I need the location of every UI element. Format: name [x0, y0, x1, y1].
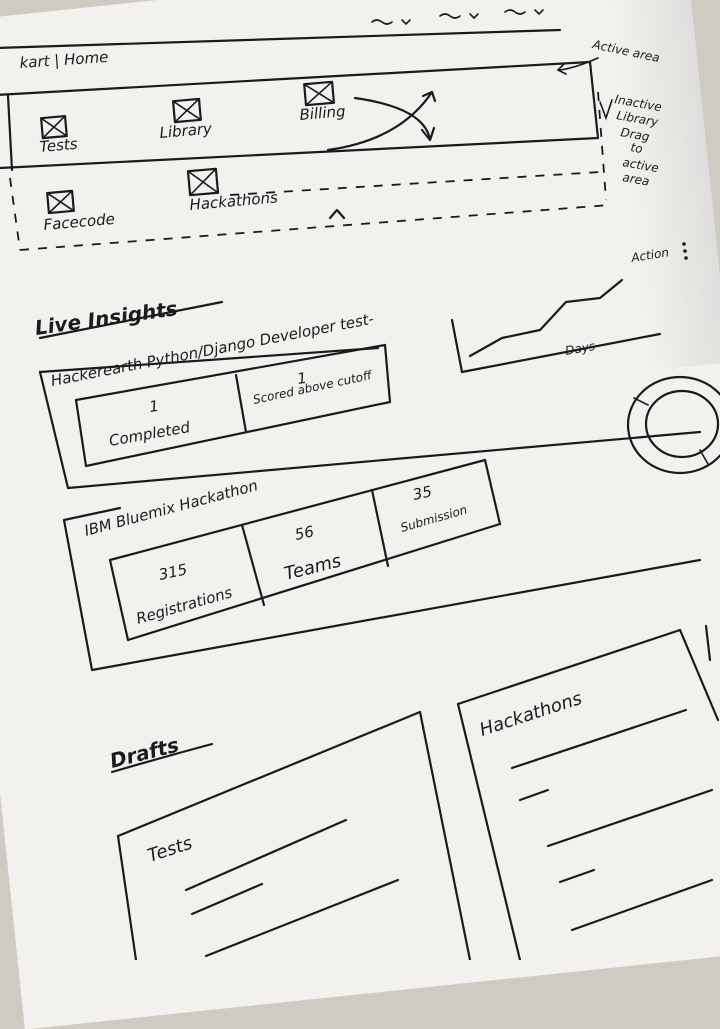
drafts-card-hackathons[interactable]: Hackathons	[456, 628, 720, 960]
nav-item-billing[interactable]: Billing	[299, 80, 346, 124]
svg-text:to: to	[629, 140, 643, 156]
section-title: Drafts	[107, 733, 181, 773]
drafts-heading: Drafts	[107, 733, 214, 774]
nav-item-tests[interactable]: Tests	[39, 114, 79, 156]
card-title: IBM Bluemix Hackathon	[82, 476, 259, 540]
nav-item-label: Billing	[299, 102, 346, 124]
actions-menu[interactable]: Action	[629, 242, 688, 265]
metric-completed: 1 Completed	[108, 397, 192, 450]
metric-label: Registrations	[134, 583, 234, 628]
wireframe-sketch: kart | Home Tests Library	[0, 9, 720, 960]
card-title: Tests	[145, 833, 195, 867]
checkbox-image-icon	[39, 114, 68, 140]
checkbox-image-icon	[46, 189, 75, 215]
metric-label: Submission	[399, 503, 469, 535]
donut-chart	[626, 375, 720, 475]
active-area-annotation: Active area	[556, 37, 661, 75]
drag-arrows	[326, 90, 437, 152]
window-controls	[371, 9, 544, 26]
metric-registrations: 315 Registrations	[134, 560, 234, 627]
metric-submission: 35 Submission	[399, 482, 469, 535]
inactive-area[interactable]	[9, 91, 611, 251]
inactive-area-annotation: Inactive Library Drag to active area	[599, 92, 663, 189]
page-title: kart | Home	[19, 48, 109, 72]
actions-label: Action	[629, 245, 670, 265]
placeholder-lines	[510, 708, 714, 932]
checkbox-image-icon	[303, 80, 336, 107]
checkbox-image-icon	[171, 97, 202, 124]
nav-item-library[interactable]: Library	[159, 97, 214, 142]
nav-item-label: Library	[159, 119, 214, 142]
metric-value: 56	[293, 522, 315, 544]
checkbox-image-icon	[186, 167, 220, 197]
placeholder-lines	[184, 818, 400, 958]
header-bar: kart | Home	[0, 9, 562, 72]
annotation-label: Active area	[590, 37, 661, 65]
trend-line-chart: Days	[450, 278, 662, 374]
svg-text:area: area	[621, 170, 650, 188]
metric-value: 315	[157, 560, 189, 584]
section-title: Live Insights	[33, 296, 179, 340]
metric-value: 1	[148, 397, 160, 416]
metric-value: 1	[296, 369, 308, 388]
metric-label: Completed	[108, 418, 192, 450]
nav-item-label: Tests	[39, 135, 79, 156]
metric-scored-above-cutoff: 1 Scored above cutoff	[252, 368, 374, 407]
svg-text:Drag: Drag	[619, 125, 651, 144]
chevron-up-icon[interactable]	[328, 208, 346, 220]
insight-card-hackathon[interactable]: IBM Bluemix Hackathon 315 Registrations …	[62, 458, 702, 672]
insight-card-test[interactable]: Hackerearth Python/Django Developer test…	[38, 310, 702, 490]
live-insights-heading: Live Insights	[33, 296, 224, 340]
nav-item-label: Hackathons	[189, 188, 279, 214]
metric-label: Scored above cutoff	[252, 368, 374, 407]
card-title: Hackathons	[477, 688, 584, 741]
chart-xlabel: Days	[564, 339, 596, 358]
next-card-edge	[704, 624, 712, 662]
svg-text:active: active	[621, 155, 659, 175]
drafts-card-tests[interactable]: Tests	[116, 710, 472, 960]
kebab-icon[interactable]	[682, 242, 688, 260]
nav-item-hackathons[interactable]: Hackathons	[186, 167, 346, 220]
metric-label: Teams	[282, 550, 343, 584]
metric-value: 35	[411, 482, 433, 504]
nav-item-facecode[interactable]: Facecode	[43, 189, 116, 234]
active-area[interactable]	[0, 60, 600, 172]
